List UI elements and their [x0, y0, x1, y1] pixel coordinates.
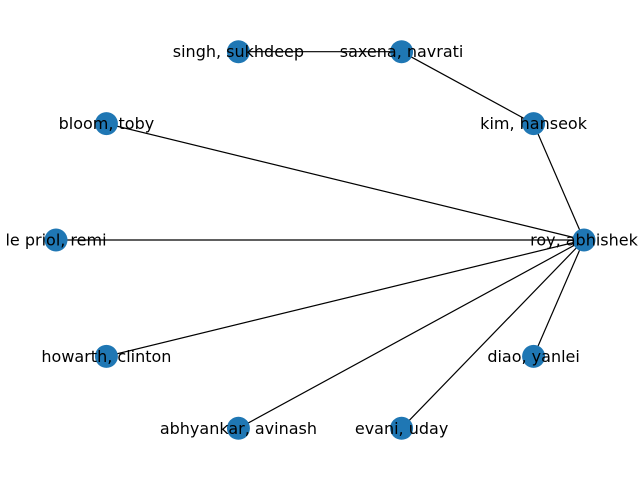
labels-layer: roy, abhishek kim, hanseok saxena, navrati…	[5, 42, 638, 438]
node-label-singh: singh, sukhdeep	[173, 42, 304, 61]
node-singh	[226, 40, 250, 64]
node-bloom	[94, 112, 118, 136]
node-label-evani: evani, uday	[355, 419, 448, 438]
edge-saxena-kim	[401, 51, 534, 125]
node-label-roy: roy, abhishek	[530, 231, 639, 250]
edge-diao-roy	[533, 239, 585, 357]
node-label-diao: diao, yanlei	[487, 347, 580, 366]
edge-evani-roy	[401, 239, 585, 429]
edge-bloom-roy	[106, 123, 585, 241]
edge-kim-roy	[533, 123, 585, 241]
edge-abhyankar-roy	[238, 239, 585, 429]
node-saxena	[390, 40, 414, 64]
node-abhyankar	[226, 416, 250, 440]
node-label-lepriol: le priol, remi	[5, 231, 106, 250]
edge-howarth-roy	[106, 239, 585, 357]
node-howarth	[94, 344, 118, 368]
node-lepriol	[44, 228, 68, 252]
nodes-layer	[44, 40, 596, 440]
node-evani	[390, 416, 414, 440]
node-label-abhyankar: abhyankar, avinash	[160, 419, 317, 438]
node-diao	[522, 344, 546, 368]
node-label-howarth: howarth, clinton	[41, 347, 171, 366]
node-roy	[572, 228, 596, 252]
node-label-kim: kim, hanseok	[480, 114, 588, 133]
edges-layer	[56, 51, 585, 429]
node-kim	[522, 112, 546, 136]
node-label-saxena: saxena, navrati	[340, 42, 464, 61]
node-label-bloom: bloom, toby	[59, 114, 155, 133]
